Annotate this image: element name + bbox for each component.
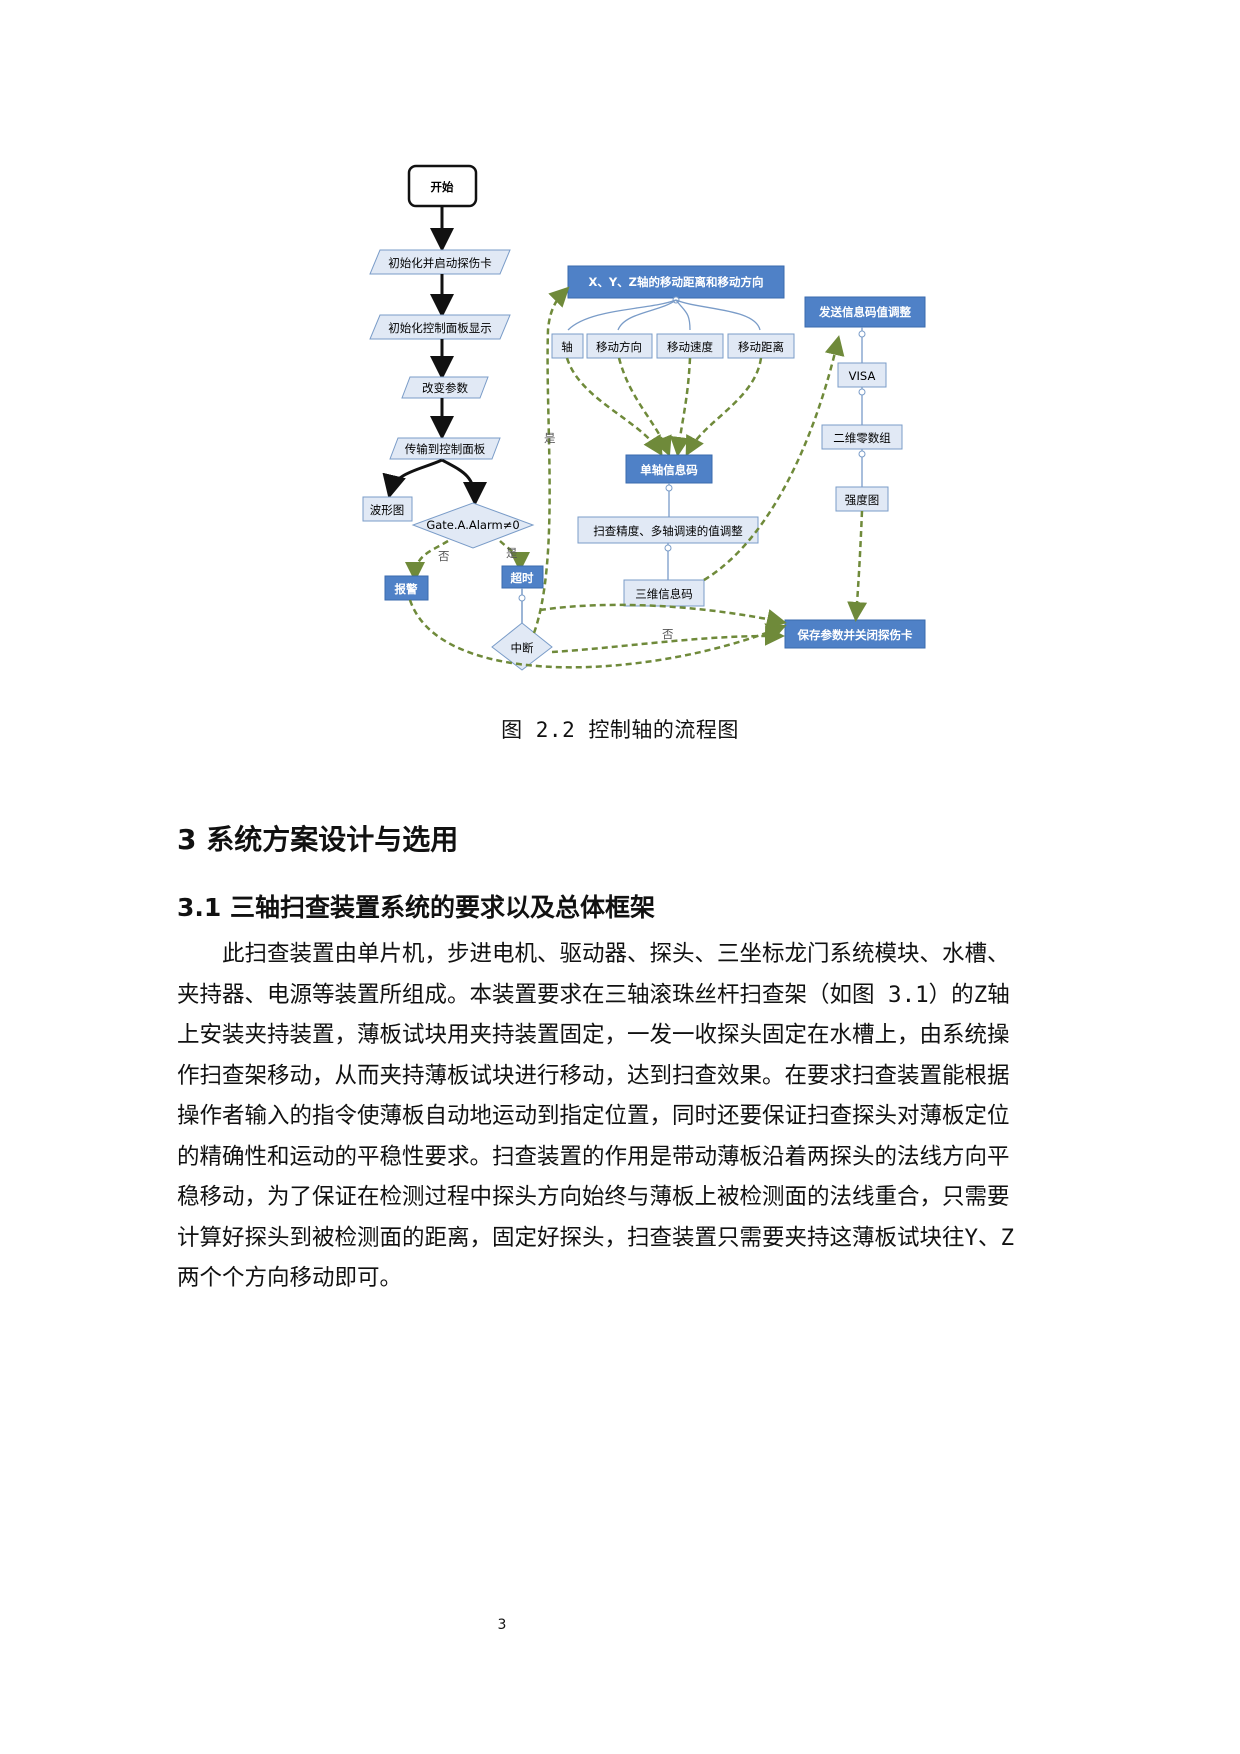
- single-axis-code-node: 单轴信息码: [625, 454, 713, 484]
- move-speed-node: 移动速度: [656, 333, 724, 359]
- two-dim-array-node: 二维零数组: [821, 424, 903, 450]
- init-card-node: 初始化并启动探伤卡: [369, 249, 511, 275]
- axis-node: 轴: [551, 333, 584, 359]
- visa-node: VISA: [837, 362, 887, 388]
- timeout-node: 超时: [501, 565, 544, 589]
- xyz-header-label: X、Y、Z轴的移动距离和移动方向: [588, 275, 763, 289]
- scan-adjust-node: 扫查精度、多轴调速的值调整: [577, 516, 759, 544]
- scan-adjust-label: 扫查精度、多轴调速的值调整: [593, 524, 743, 538]
- three-dim-code-node: 三维信息码: [623, 579, 705, 607]
- body-line: 此扫查装置由单片机，步进电机、驱动器、探头、三坐标龙门系统模块、水槽、: [177, 941, 1010, 967]
- subsection-title: 3.1 三轴扫查装置系统的要求以及总体框架: [177, 893, 655, 922]
- edge-yes-interrupt-label: 是: [544, 431, 556, 445]
- visa-label: VISA: [849, 369, 876, 383]
- body-line: 作扫查架移动，从而夹持薄板试块进行移动，达到扫查效果。在要求扫查装置能根据: [177, 1062, 1010, 1089]
- body-line: 夹持器、电源等装置所组成。本装置要求在三轴滚珠丝杆扫查架（如图 3.1）的Z轴: [177, 981, 1010, 1008]
- body-line: 稳移动，为了保证在检测过程中探头方向始终与薄板上被检测面的法线重合，只需要: [177, 1184, 1010, 1210]
- intensity-map-label: 强度图: [845, 493, 880, 507]
- start-node: 开始: [407, 164, 478, 208]
- xyz-header-node: X、Y、Z轴的移动距离和移动方向: [567, 265, 785, 299]
- change-params-node: 改变参数: [401, 376, 489, 399]
- send-code-node: 发送信息码值调整: [804, 296, 926, 328]
- body-line: 上安装夹持装置，薄板试块用夹持装置固定，一发一收探头固定在水槽上，由系统操: [177, 1022, 1010, 1048]
- body-line: 操作者输入的指令使薄板自动地运动到指定位置，同时还要保证扫查探头对薄板定位: [177, 1103, 1010, 1129]
- gate-condition-label: Gate.A.Alarm≠0: [426, 518, 519, 532]
- move-distance-node: 移动距离: [727, 333, 795, 359]
- send-code-label: 发送信息码值调整: [818, 305, 911, 319]
- edge-yes-label: 是: [506, 546, 518, 560]
- body-line: 计算好探头到被检测面的距离，固定好探头，扫查装置只需要夹持这薄板试块往Y、Z: [177, 1224, 1015, 1251]
- start-label: 开始: [431, 180, 454, 194]
- two-dim-array-label: 二维零数组: [833, 431, 891, 445]
- body-line: 两个个方向移动即可。: [177, 1265, 403, 1291]
- move-speed-label: 移动速度: [667, 340, 713, 354]
- axis-label: 轴: [561, 340, 573, 354]
- control-axis-flowchart: 开始 初始化并启动探伤卡 初始化控制面板显示 改变参数 传输到控制面板 波形图 …: [362, 164, 926, 671]
- body-line: 的精确性和运动的平稳性要求。扫查装置的作用是带动薄板沿着两探头的法线方向平: [177, 1143, 1010, 1170]
- init-panel-label: 初始化控制面板显示: [388, 321, 492, 335]
- intensity-map-node: 强度图: [835, 486, 889, 512]
- edge-no-interrupt-label: 否: [662, 627, 674, 641]
- transfer-panel-node: 传输到控制面板: [389, 437, 501, 460]
- transfer-panel-label: 传输到控制面板: [405, 442, 486, 456]
- interrupt-decision: 中断: [491, 622, 553, 671]
- interrupt-label: 中断: [511, 641, 534, 655]
- move-distance-label: 移动距离: [738, 340, 784, 354]
- body-paragraph: 此扫查装置由单片机，步进电机、驱动器、探头、三坐标龙门系统模块、水槽、 夹持器、…: [177, 934, 1097, 1299]
- timeout-label: 超时: [510, 571, 534, 585]
- single-axis-code-label: 单轴信息码: [640, 463, 698, 477]
- figure-caption: 图 2.2 控制轴的流程图: [501, 718, 739, 742]
- save-close-label: 保存参数并关闭探伤卡: [797, 628, 913, 642]
- waveform-label: 波形图: [370, 503, 405, 517]
- waveform-node: 波形图: [362, 496, 413, 522]
- move-direction-label: 移动方向: [596, 340, 642, 354]
- section-title: 3 系统方案设计与选用: [177, 823, 459, 856]
- gate-decision: Gate.A.Alarm≠0: [411, 502, 535, 549]
- edge-no-label: 否: [438, 549, 450, 563]
- change-params-label: 改变参数: [422, 381, 468, 395]
- three-dim-code-label: 三维信息码: [635, 587, 693, 601]
- init-card-label: 初始化并启动探伤卡: [388, 256, 492, 270]
- alarm-label: 报警: [395, 582, 418, 596]
- alarm-node: 报警: [384, 575, 429, 601]
- move-direction-node: 移动方向: [586, 333, 653, 359]
- page-number: 3: [497, 1617, 507, 1633]
- save-close-node: 保存参数并关闭探伤卡: [784, 619, 926, 649]
- init-panel-node: 初始化控制面板显示: [369, 314, 511, 340]
